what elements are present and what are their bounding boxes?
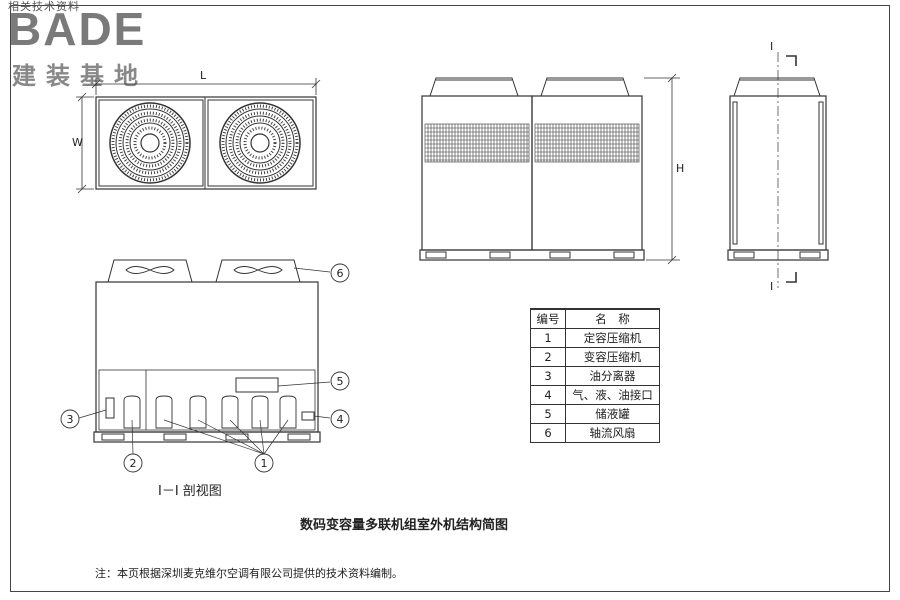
section-view — [60, 259, 350, 473]
table-row: 1 定容压缩机 — [530, 328, 660, 348]
dim-label-w: W — [72, 136, 83, 149]
dim-label-l: L — [200, 69, 207, 82]
figure-caption: 数码变容量多联机组室外机结构简图 — [300, 518, 509, 533]
row-no: 6 — [530, 423, 566, 443]
row-name: 定容压缩机 — [565, 328, 660, 348]
section-view-label: I－I 剖视图 — [158, 484, 222, 499]
row-no: 3 — [530, 366, 566, 386]
section-mark-bottom: I — [770, 280, 773, 293]
table-row: 5 储液罐 — [530, 404, 660, 424]
fan-grille-left — [109, 102, 191, 184]
dimension-l — [91, 78, 321, 95]
brand-subtitle: 建装基地 — [12, 62, 148, 90]
table-row: 6 轴流风扇 — [530, 423, 660, 443]
row-no: 2 — [530, 347, 566, 367]
dimension-w — [76, 92, 94, 194]
header-name: 名 称 — [565, 308, 660, 329]
row-name: 油分离器 — [565, 366, 660, 386]
header-no: 编号 — [530, 308, 566, 329]
callout-5: 5 — [337, 375, 344, 388]
gas-liquid-oil-port — [301, 411, 315, 421]
row-name: 变容压缩机 — [565, 347, 660, 367]
row-no: 4 — [530, 385, 566, 405]
drawing-frame — [10, 5, 890, 592]
dim-label-h: H — [676, 162, 684, 175]
section-mark-top: I — [770, 40, 773, 53]
front-grille — [424, 123, 640, 163]
section-line-i-i — [777, 52, 797, 288]
callout-6: 6 — [337, 267, 344, 280]
table-row: 2 变容压缩机 — [530, 347, 660, 367]
side-view — [727, 52, 829, 288]
brand-logo: BADE — [8, 3, 147, 55]
row-no: 5 — [530, 404, 566, 424]
footnote: 注：本页根据深圳麦克维尔空调有限公司提供的技术资料编制。 — [95, 567, 403, 580]
row-name: 气、液、油接口 — [565, 385, 660, 405]
logo-top-text: 相关技术资料 — [8, 0, 80, 13]
callout-4: 4 — [337, 413, 344, 426]
row-name: 轴流风扇 — [565, 423, 660, 443]
leader-lines — [78, 267, 331, 455]
table-row: 4 气、液、油接口 — [530, 385, 660, 405]
liquid-receiver — [235, 377, 279, 393]
callout-2: 2 — [130, 457, 137, 470]
row-no: 1 — [530, 328, 566, 348]
table-row: 3 油分离器 — [530, 366, 660, 386]
top-view — [76, 78, 321, 194]
row-name: 储液罐 — [565, 404, 660, 424]
callout-3: 3 — [67, 413, 74, 426]
callout-1: 1 — [261, 457, 268, 470]
dimension-h — [644, 73, 680, 265]
parts-table-header: 编号 名 称 — [530, 308, 660, 329]
oil-separator — [105, 397, 115, 419]
callout-circles — [60, 263, 350, 473]
front-view — [419, 73, 680, 265]
axial-fan-symbol — [125, 266, 283, 274]
compressors — [123, 395, 297, 429]
fan-grille-right — [219, 102, 301, 184]
parts-table: 编号 名 称 1 定容压缩机 2 变容压缩机 3 油分离器 4 气、液、油接口 … — [530, 308, 660, 443]
